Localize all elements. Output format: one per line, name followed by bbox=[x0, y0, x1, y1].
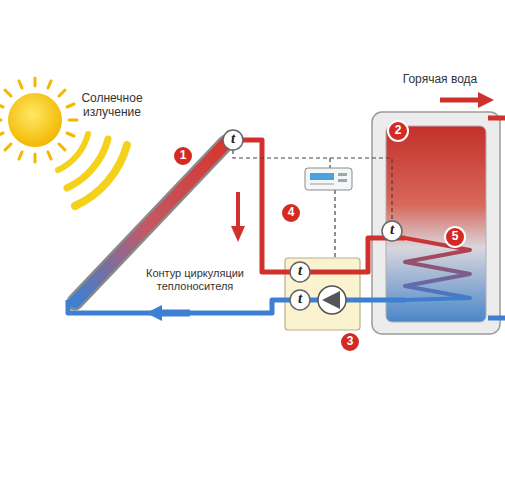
outlet-label: Горячая вода bbox=[403, 73, 478, 87]
callout-number: 2 bbox=[395, 124, 402, 138]
callout-number: 1 bbox=[180, 149, 187, 163]
callout-circles bbox=[173, 121, 465, 352]
sensor-symbol: t bbox=[390, 221, 394, 238]
pump-symbol bbox=[318, 286, 346, 314]
sensor-symbol: t bbox=[298, 262, 302, 279]
caption-label: Солнечное излучение bbox=[64, 92, 160, 120]
radiation-arcs bbox=[58, 134, 127, 206]
sensor-symbol: t bbox=[231, 130, 235, 147]
pipes bbox=[68, 118, 505, 318]
circuit-label: Контур циркуляции теплоносителя bbox=[138, 267, 252, 292]
sun-symbol bbox=[0, 78, 77, 162]
controller bbox=[305, 168, 352, 190]
pump-unit bbox=[285, 258, 360, 330]
control-wires bbox=[233, 150, 392, 258]
sensor-circles bbox=[223, 130, 402, 310]
callout-number: 4 bbox=[288, 206, 295, 220]
sensor-symbol: t bbox=[298, 290, 302, 307]
callout-number: 3 bbox=[347, 335, 354, 349]
callout-number: 5 bbox=[452, 230, 459, 244]
